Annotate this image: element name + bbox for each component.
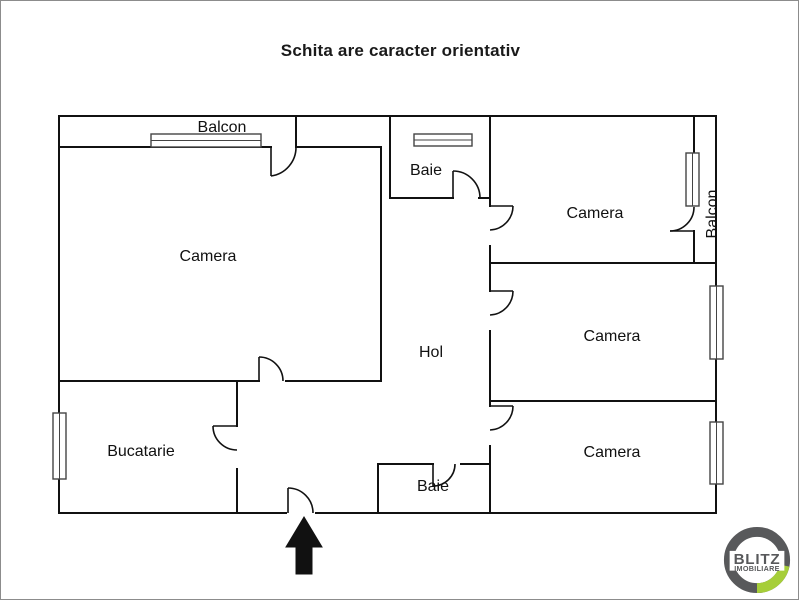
room-label-balcon-right: Balcon [704, 190, 721, 239]
room-label-camera-top-right: Camera [567, 205, 624, 222]
door-camera-top-arc [489, 205, 514, 231]
room-labels-group: Balcon Camera Bucatarie Baie Hol Baie Ca… [107, 119, 721, 495]
logo-primary-text: BLITZ [734, 551, 781, 568]
room-label-bucatarie: Bucatarie [107, 443, 175, 460]
room-label-camera-left: Camera [180, 248, 237, 265]
door-balcon-right-arc [669, 206, 695, 232]
door-baie-top-arc [452, 170, 481, 199]
room-label-camera-bot-right: Camera [584, 444, 641, 461]
blitz-imobiliare-logo: BLITZ IMOBILIARE [723, 526, 791, 594]
main-entrance-arrow [285, 516, 323, 575]
door-bucatarie-hol-arc [212, 425, 238, 451]
page-title: Schita are caracter orientativ [280, 41, 521, 60]
room-label-baie-bottom: Baie [417, 478, 449, 495]
door-entrance-arc [287, 487, 314, 514]
door-camera-bot-arc [489, 405, 514, 431]
door-baie-bottom-arc [432, 463, 456, 487]
door-camera-mid-arc [489, 290, 514, 316]
door-balcon-camera-arc [270, 146, 297, 177]
room-label-baie-top: Baie [410, 162, 442, 179]
room-label-balcon-top: Balcon [198, 119, 247, 136]
logo-secondary-text: IMOBILIARE [734, 564, 780, 573]
door-camera-bucatarie-arc [258, 356, 284, 382]
room-label-hol: Hol [419, 344, 443, 361]
logo-text-plate [729, 550, 785, 571]
doors-group [212, 146, 695, 514]
room-label-camera-mid-right: Camera [584, 328, 641, 345]
entrance-arrow-shape [285, 516, 323, 575]
windows-group [52, 133, 724, 485]
